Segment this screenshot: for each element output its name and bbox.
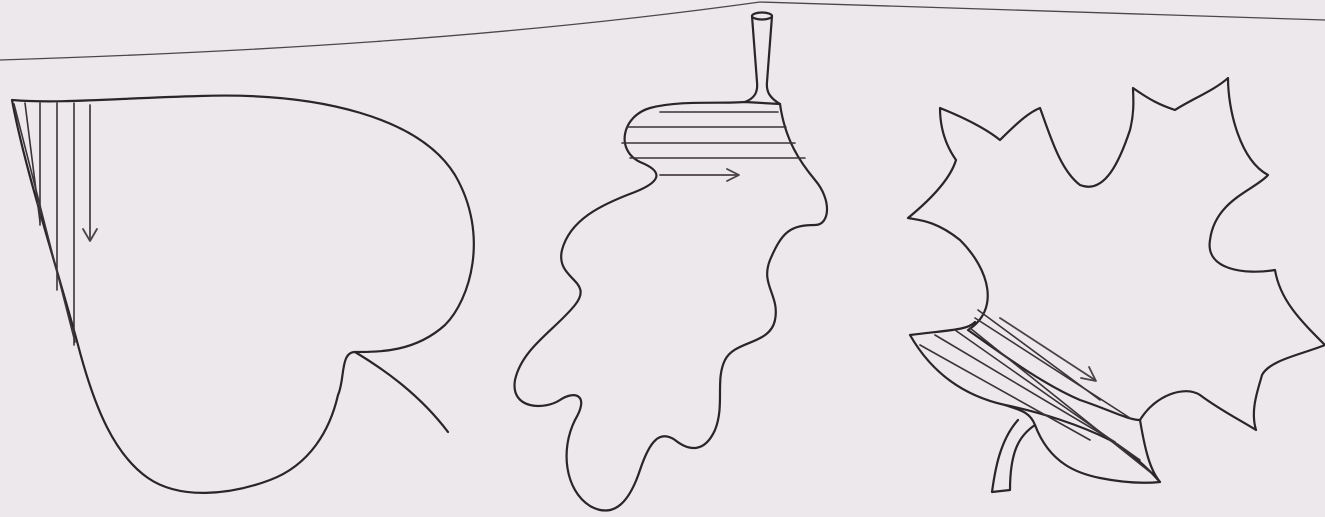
linden-leaf <box>12 96 474 493</box>
oak-stem-tip <box>752 13 772 20</box>
hatch-line <box>14 104 75 342</box>
oak-leaf-outline <box>515 102 827 511</box>
linden-arrow <box>83 105 97 241</box>
maple-leaf-lower-lobe <box>910 322 1160 483</box>
hatch-line <box>978 310 1100 400</box>
oak-leaf <box>515 13 827 511</box>
maple-leaf-outline <box>908 78 1325 430</box>
hatch-line <box>970 328 1150 472</box>
maple-leaf <box>908 78 1325 492</box>
maple-leaf-stem <box>992 405 1035 492</box>
oak-arrow <box>660 169 739 181</box>
oak-hatching <box>622 112 805 158</box>
oak-leaf-stem <box>745 16 780 104</box>
maple-hatching <box>920 310 1150 472</box>
linden-leaf-outline <box>12 96 474 493</box>
linden-hatching <box>14 103 75 345</box>
linden-leaf-stem <box>355 352 448 432</box>
paper-fold-line <box>0 2 1325 60</box>
